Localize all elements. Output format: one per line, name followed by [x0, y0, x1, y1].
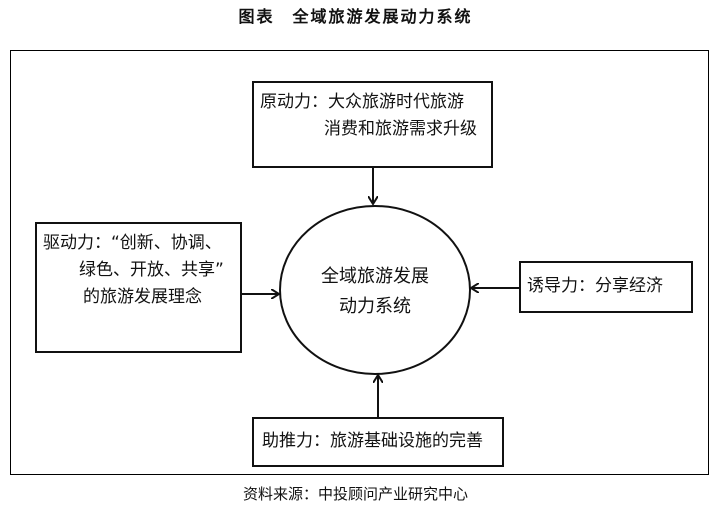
box-text: 助推力：旅游基础设施的完善	[262, 431, 483, 451]
figure-title: 图表 全域旅游发展动力系统	[238, 7, 473, 26]
center-line-1: 全域旅游发展	[321, 266, 429, 287]
box-text: 原动力：大众旅游时代旅游	[260, 92, 464, 112]
box-text: 诱导力：分享经济	[527, 276, 663, 296]
box-text: 的旅游发展理念	[83, 287, 202, 307]
box-original-force: 原动力：大众旅游时代旅游 消费和旅游需求升级	[252, 81, 493, 168]
box-boosting-force: 助推力：旅游基础设施的完善	[252, 417, 504, 467]
center-line-2: 动力系统	[339, 296, 411, 317]
box-driving-force: 驱动力：“创新、协调、 绿色、开放、共享” 的旅游发展理念	[35, 222, 242, 353]
center-label: 全域旅游发展 动力系统	[280, 262, 470, 322]
box-inducing-force: 诱导力：分享经济	[519, 261, 693, 313]
box-text: 驱动力：“创新、协调、	[43, 233, 222, 253]
box-text: 消费和旅游需求升级	[324, 119, 477, 139]
diagram-frame	[10, 50, 709, 475]
box-text: 绿色、开放、共享”	[79, 260, 224, 280]
source-caption: 资料来源：中投顾问产业研究中心	[242, 485, 468, 503]
